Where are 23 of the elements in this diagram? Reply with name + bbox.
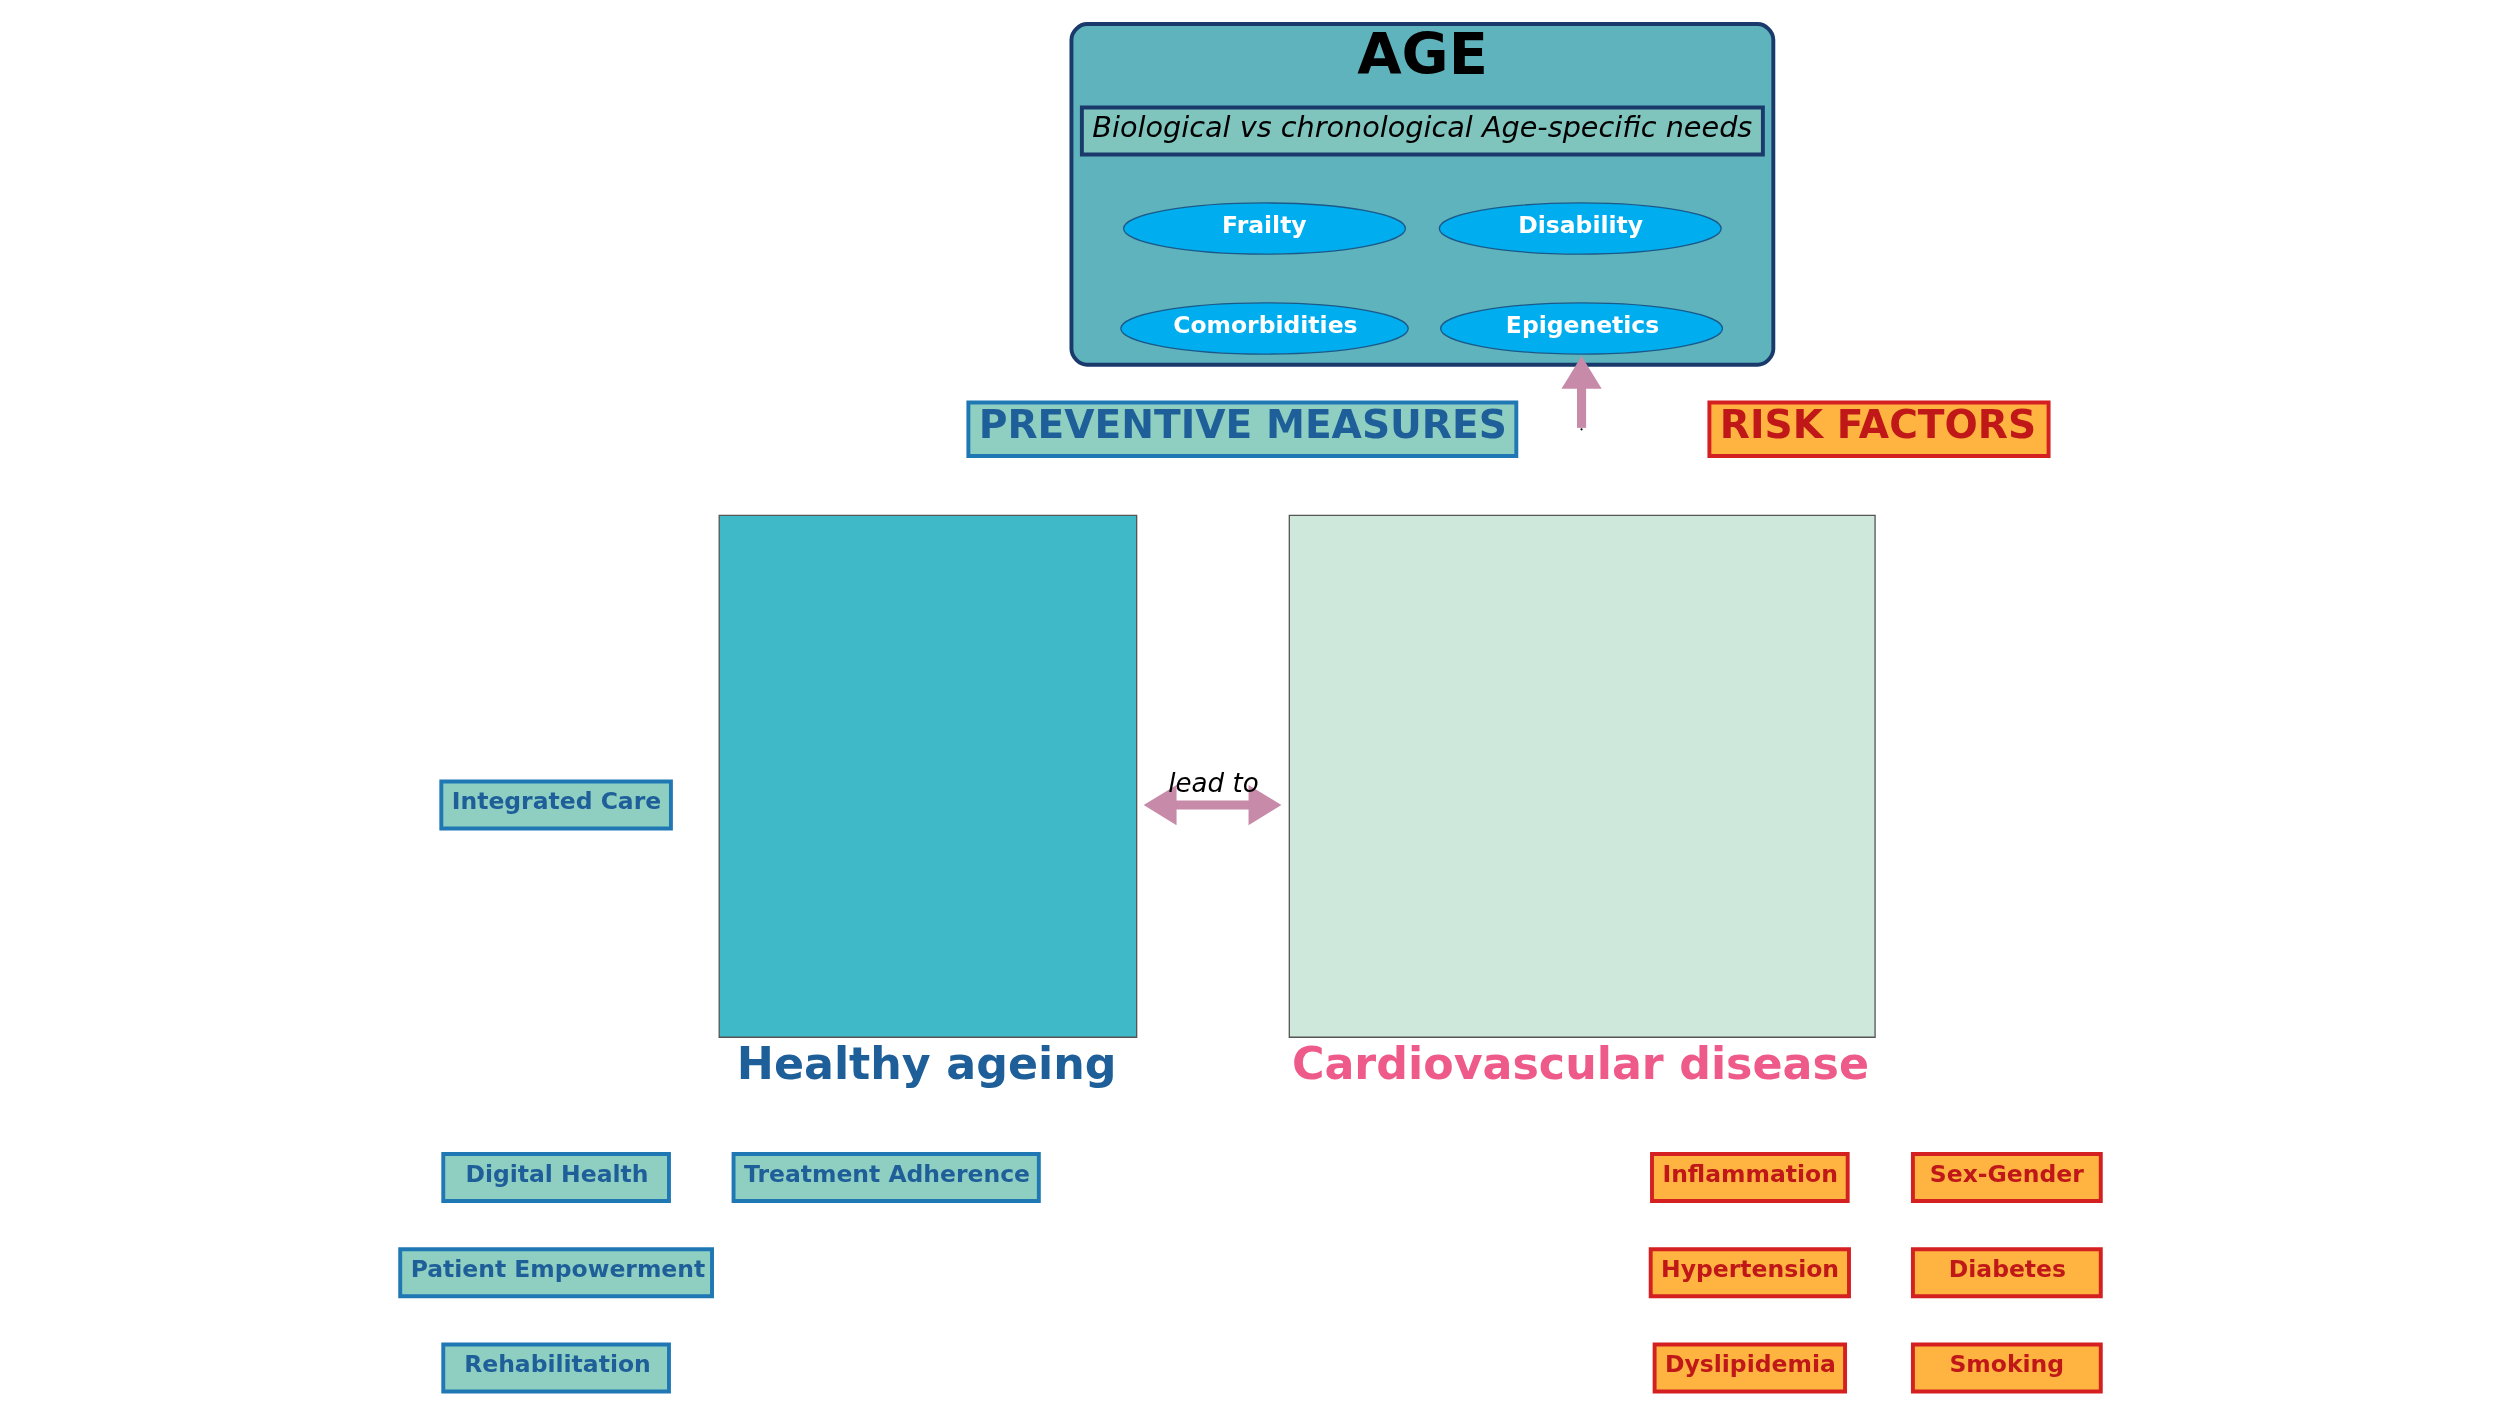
node-label: Healthy ageing <box>736 1038 1116 1090</box>
node-box: Biological vs chronological Age-specific needs <box>1079 105 1765 157</box>
arrow <box>1143 784 1281 826</box>
node-box: Rehabilitation <box>440 1342 671 1394</box>
edge-label: lead to <box>1167 768 1259 798</box>
node-box: Inflammation <box>1649 1152 1850 1203</box>
node-ellipse: Comorbidities <box>1119 302 1409 355</box>
node-box: Smoking <box>1910 1342 2103 1394</box>
node-box: Integrated Care <box>438 779 673 831</box>
node-box: RISK FACTORS <box>1706 400 2051 458</box>
node-label: Cardiovascular disease <box>1291 1038 1869 1090</box>
node-ellipse: Epigenetics <box>1439 302 1723 355</box>
node-box: Patient Empowerment <box>397 1247 714 1299</box>
node-ellipse: Frailty <box>1122 202 1406 255</box>
node-box: Sex-Gender <box>1910 1152 2103 1203</box>
node-box: Dyslipidemia <box>1652 1342 1847 1394</box>
arrow <box>1560 356 1602 428</box>
node-box: Digital Health <box>440 1152 671 1203</box>
node-ellipse: Disability <box>1438 202 1722 255</box>
node-box: Hypertension <box>1648 1247 1851 1299</box>
node-box: Diabetes <box>1910 1247 2103 1299</box>
node-box: PREVENTIVE MEASURES <box>965 400 1518 458</box>
node-box: Treatment Adherence <box>731 1152 1041 1203</box>
